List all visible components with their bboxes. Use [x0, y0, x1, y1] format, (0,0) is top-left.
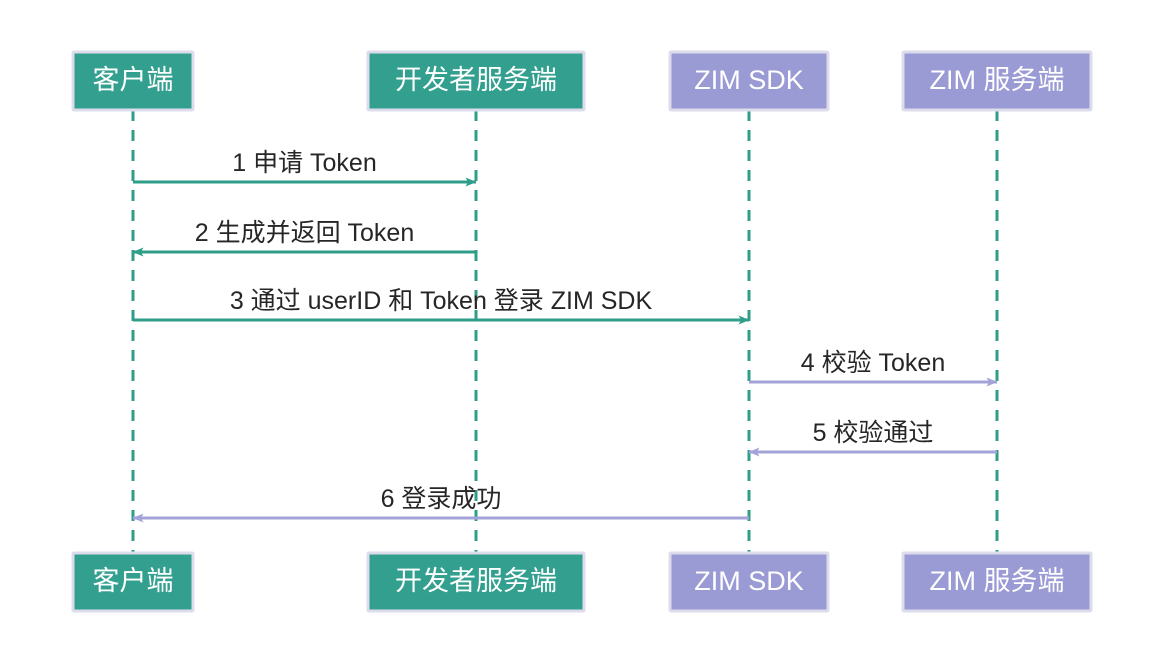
participant-box-zimserver-bottom[interactable]: [901, 551, 1093, 613]
participant-label-zimserver-top: ZIM 服务端: [930, 65, 1065, 95]
participant-client-bottom[interactable]: 客户端: [71, 551, 195, 613]
message-6: 6 登录成功: [132, 485, 749, 523]
participant-box-client-bottom[interactable]: [71, 551, 195, 613]
participant-box-devserver-bottom[interactable]: [366, 551, 586, 613]
participant-label-zimsdk-top: ZIM SDK: [694, 65, 804, 95]
participant-label-zimserver-bottom: ZIM 服务端: [930, 566, 1065, 596]
message-label-4: 4 校验 Token: [801, 349, 946, 377]
message-3: 3 通过 userID 和 Token 登录 ZIM SDK: [133, 287, 750, 325]
participant-label-devserver-top: 开发者服务端: [395, 65, 557, 95]
participant-label-zimsdk-bottom: ZIM SDK: [694, 566, 804, 596]
participant-label-client-bottom: 客户端: [93, 566, 174, 596]
message-2: 2 生成并返回 Token: [132, 219, 476, 257]
lifelines-group: [131, 110, 999, 553]
message-label-2: 2 生成并返回 Token: [195, 219, 415, 247]
message-label-6: 6 登录成功: [381, 485, 502, 513]
participant-devserver-top[interactable]: 开发者服务端: [366, 50, 586, 112]
message-5: 5 校验通过: [748, 419, 997, 457]
participant-zimserver-bottom[interactable]: ZIM 服务端: [901, 551, 1093, 613]
participant-devserver-bottom[interactable]: 开发者服务端: [366, 551, 586, 613]
participant-boxes-top: 客户端 开发者服务端 ZIM SDK ZIM 服务端: [71, 50, 1093, 112]
participant-label-devserver-bottom: 开发者服务端: [395, 566, 557, 596]
participant-boxes-bottom: 客户端 开发者服务端 ZIM SDK ZIM 服务端: [71, 551, 1093, 613]
message-label-1: 1 申请 Token: [232, 149, 377, 177]
participant-box-client-top[interactable]: [71, 50, 195, 112]
message-4: 4 校验 Token: [749, 349, 998, 387]
message-1: 1 申请 Token: [133, 149, 477, 187]
participant-box-zimsdk-top[interactable]: [668, 50, 830, 112]
participant-box-devserver-top[interactable]: [366, 50, 586, 112]
participant-label-client-top: 客户端: [93, 65, 174, 95]
participant-client-top[interactable]: 客户端: [71, 50, 195, 112]
participant-zimserver-top[interactable]: ZIM 服务端: [901, 50, 1093, 112]
message-label-3: 3 通过 userID 和 Token 登录 ZIM SDK: [230, 287, 653, 315]
participant-zimsdk-top[interactable]: ZIM SDK: [668, 50, 830, 112]
participant-box-zimserver-top[interactable]: [901, 50, 1093, 112]
messages-group: 1 申请 Token 2 生成并返回 Token 3 通过 userID 和 Tok…: [132, 149, 998, 523]
message-label-5: 5 校验通过: [813, 419, 934, 447]
participant-zimsdk-bottom[interactable]: ZIM SDK: [668, 551, 830, 613]
participant-box-zimsdk-bottom[interactable]: [668, 551, 830, 613]
